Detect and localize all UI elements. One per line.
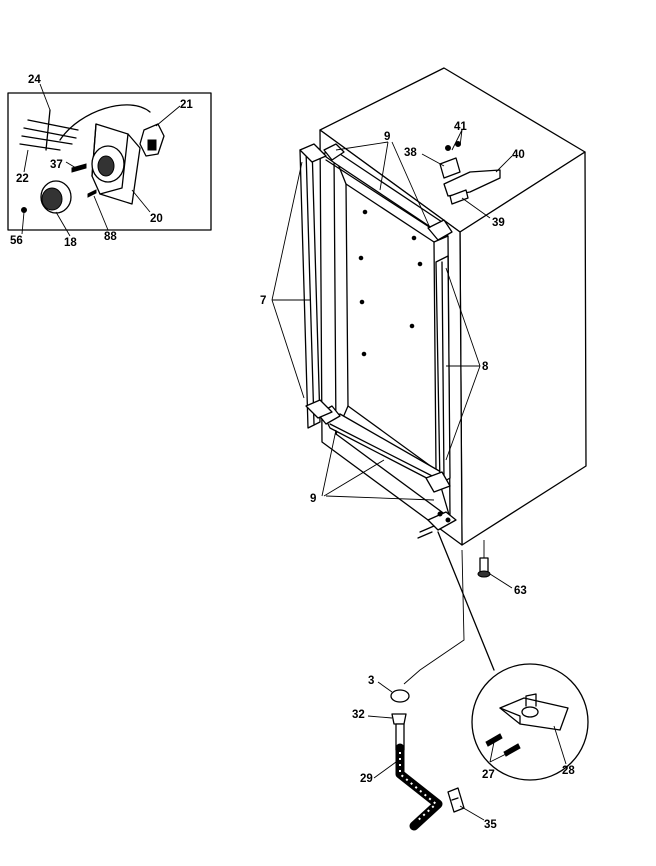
label-27: 27 [482, 769, 495, 781]
corner-piece-tr [427, 219, 453, 241]
leveling-leg-foot [477, 570, 491, 578]
label-21: 21 [180, 99, 193, 111]
label-38: 38 [404, 147, 417, 159]
corner-piece-br [425, 471, 451, 493]
housing-dial-hole [97, 155, 115, 177]
leveling-leg [479, 557, 489, 573]
hinge-screw-41a [445, 145, 451, 151]
capillary-tube [19, 109, 79, 151]
label-9-bottom: 9 [310, 493, 316, 505]
hinge-shim-39 [449, 189, 469, 205]
upper-hinge-pin [439, 157, 461, 179]
label-9-top: 9 [384, 131, 390, 143]
hinge-clip [447, 787, 465, 813]
corner-piece-tl [323, 143, 345, 161]
label-40: 40 [512, 149, 525, 161]
label-20: 20 [150, 213, 163, 225]
label-8: 8 [482, 361, 489, 373]
label-32: 32 [352, 709, 365, 721]
zoom-leader [437, 531, 495, 671]
label-56: 56 [10, 235, 23, 247]
label-24: 24 [28, 74, 41, 86]
label-18: 18 [64, 237, 77, 249]
control-inset: 24 21 22 37 20 56 18 88 [7, 74, 212, 249]
lower-parts: 3 32 29 35 27 28 [352, 531, 589, 831]
hinge-cap [390, 689, 410, 703]
label-7: 7 [260, 295, 266, 307]
label-22: 22 [16, 173, 29, 185]
label-41: 41 [454, 121, 467, 133]
screw-56 [21, 207, 27, 213]
detail-screw-a [485, 733, 503, 747]
control-knob-face [41, 187, 63, 211]
screw-37 [71, 163, 87, 173]
breaker-strip-left-cap-bot [305, 399, 333, 419]
label-29: 29 [360, 773, 373, 785]
screw-88 [87, 189, 97, 198]
label-63: 63 [514, 585, 527, 597]
detail-hinge-pin [521, 706, 539, 718]
hinge-bushing [391, 713, 407, 725]
label-88: 88 [104, 231, 117, 243]
inset-frame [7, 92, 212, 231]
cabinet: 9 41 38 40 39 7 8 9 63 [260, 67, 587, 597]
label-35: 35 [484, 819, 497, 831]
label-28: 28 [562, 765, 575, 777]
hinge-pin-arm [395, 743, 443, 831]
label-37: 37 [50, 159, 63, 171]
breaker-strip-left-cap-top [299, 143, 327, 163]
label-39: 39 [492, 217, 505, 229]
switch-terminal [147, 139, 157, 151]
label-3: 3 [368, 675, 374, 687]
upper-hinge-bracket [443, 169, 501, 197]
capillary-loop [59, 104, 151, 141]
